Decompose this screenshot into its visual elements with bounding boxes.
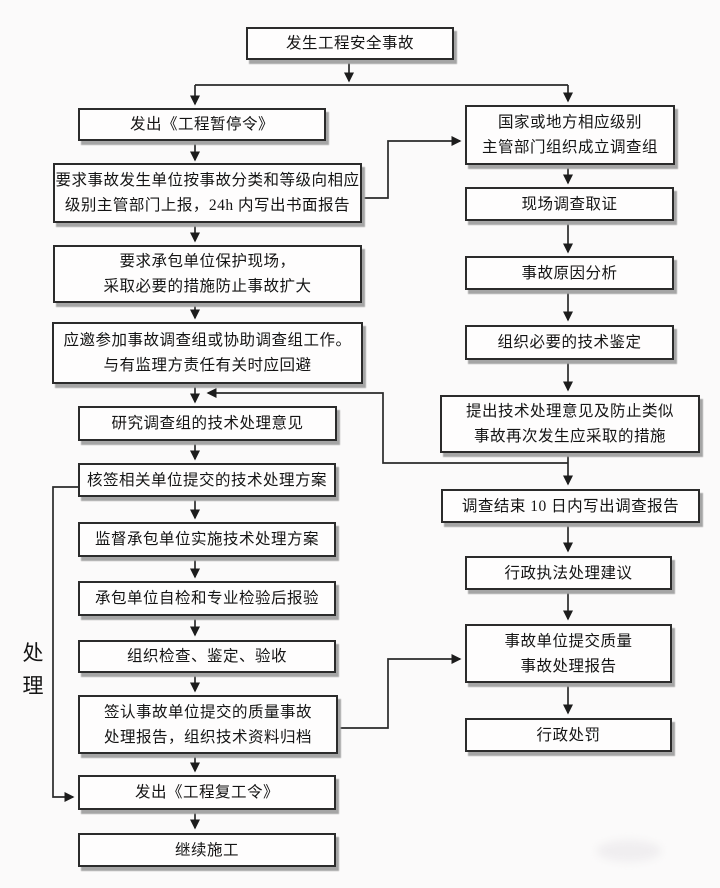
node-issue-resume-order: 发出《工程复工令》 [78, 775, 336, 810]
node-study-technical-opinion: 研究调查组的技术处理意见 [78, 406, 337, 441]
node-organize-inspection-acceptance: 组织检查、鉴定、验收 [78, 640, 336, 673]
node-unit-submit-quality-report: 事故单位提交质量 事故处理报告 [465, 624, 672, 683]
node-countersign-technical-plan: 核签相关单位提交的技术处理方案 [78, 463, 336, 497]
node-issue-suspension-order: 发出《工程暂停令》 [78, 108, 326, 141]
node-accident-occurs: 发生工程安全事故 [246, 27, 454, 60]
side-label-handling: 处理 [22, 641, 44, 698]
node-continue-construction: 继续施工 [78, 833, 336, 867]
node-require-report-24h: 要求事故发生单位按事故分类和等级向相应 级别主管部门上报，24h 内写出书面报告 [53, 163, 362, 223]
node-contractor-self-inspection: 承包单位自检和专业检验后报验 [78, 581, 336, 616]
node-administrative-enforcement-suggestion: 行政执法处理建议 [465, 556, 672, 590]
node-cause-analysis: 事故原因分析 [465, 256, 674, 290]
watermark [597, 840, 661, 862]
node-investigation-report-10days: 调查结束 10 日内写出调查报告 [441, 489, 700, 523]
node-countersign-quality-report: 签认事故单位提交的质量事故 处理报告，组织技术资料归档 [78, 695, 338, 754]
node-site-investigation: 现场调查取证 [465, 187, 674, 221]
node-protect-site: 要求承包单位保护现场， 采取必要的措施防止事故扩大 [53, 245, 362, 303]
node-supervise-implementation: 监督承包单位实施技术处理方案 [78, 522, 336, 557]
node-administrative-penalty: 行政处罚 [465, 718, 672, 752]
node-propose-measures: 提出技术处理意见及防止类似 事故再次发生应采取的措施 [440, 395, 700, 453]
node-join-investigation-team: 应邀参加事故调查组或协助调查组工作。 与有监理方责任有关时应回避 [52, 322, 363, 384]
node-authority-investigation-team: 国家或地方相应级别 主管部门组织成立调查组 [465, 105, 675, 165]
node-technical-appraisal: 组织必要的技术鉴定 [465, 325, 674, 360]
